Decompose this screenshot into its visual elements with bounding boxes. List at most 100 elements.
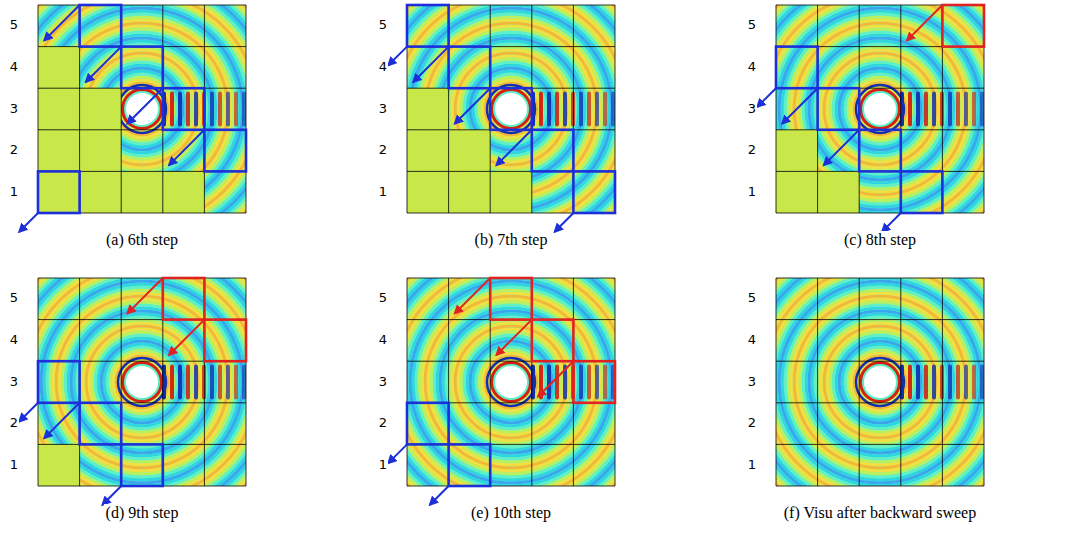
wave-ring (449, 320, 573, 444)
grid-line (776, 361, 984, 362)
wave-ring (776, 5, 984, 213)
wave-ring (38, 5, 246, 213)
wave-ring (407, 5, 615, 213)
unsolved-cell (80, 171, 122, 213)
wave-ring (38, 5, 246, 213)
unsolved-cell (776, 171, 818, 213)
shadow-stripe (916, 92, 920, 127)
wave-field (38, 5, 246, 213)
wave-ring (38, 5, 246, 213)
wave-ring (839, 341, 921, 423)
wave-ring (71, 311, 213, 453)
wave-ring (62, 29, 222, 189)
wave-ring (776, 5, 984, 213)
wave-ring (38, 5, 246, 213)
wave-ring (38, 278, 246, 486)
near-ring (861, 363, 900, 402)
wave-ring (776, 278, 984, 486)
wave-ring (38, 278, 246, 486)
wave-ring (407, 278, 615, 486)
shadow-stripe (194, 92, 198, 127)
wave-ring (776, 5, 984, 213)
wave-ring (407, 278, 615, 486)
wave-ring (38, 278, 246, 486)
wave-ring (407, 5, 615, 213)
wave-ring (449, 47, 573, 171)
wave-ring (776, 5, 984, 213)
wave-ring (407, 5, 615, 213)
wave-ring (38, 5, 246, 213)
wave-ring (407, 278, 615, 486)
wave-ring (407, 278, 615, 486)
wave-ring (407, 278, 615, 486)
shadow-stripe (956, 92, 960, 127)
wave-ring (38, 278, 246, 486)
wave-ring (407, 5, 615, 213)
row-number: 1 (747, 185, 757, 200)
wave-ring (407, 278, 615, 486)
wave-ring (407, 5, 615, 213)
wave-ring (38, 278, 246, 486)
wave-ring (812, 41, 948, 177)
wave-ring (407, 278, 615, 486)
wave-ring (776, 278, 984, 486)
wave-ring (776, 278, 984, 486)
wave-ring (38, 5, 246, 213)
wave-ring (74, 314, 210, 450)
wave-ring (38, 278, 246, 486)
wave-ring (827, 329, 933, 435)
grid-line (942, 278, 943, 486)
wave-ring (440, 311, 582, 453)
row-number: 2 (747, 416, 757, 431)
wave-ring (38, 5, 246, 213)
wave-ring (71, 38, 213, 180)
wave-ring (776, 5, 984, 213)
wave-ring (776, 5, 984, 213)
wave-ring (794, 296, 966, 468)
wave-ring (407, 5, 615, 213)
wave-ring (473, 344, 549, 420)
wave-ring (38, 5, 246, 213)
wave-ring (38, 278, 246, 486)
wave-ring (776, 5, 984, 213)
wave-ring (824, 53, 936, 165)
wave-ring (776, 278, 984, 486)
wave-ring (407, 5, 615, 213)
wave-ring (407, 5, 615, 213)
wave-ring (407, 278, 615, 486)
wave-ring (38, 5, 246, 213)
row-number: 2 (378, 143, 388, 158)
shadow-stripe (964, 365, 968, 400)
wave-ring (776, 5, 984, 213)
wave-ring (407, 5, 615, 213)
forward-arrow (44, 403, 79, 438)
wave-ring (776, 278, 984, 486)
wave-ring (821, 323, 939, 441)
wave-ring (80, 320, 204, 444)
wave-ring (776, 5, 984, 213)
wave-ring (407, 5, 615, 213)
wave-ring (776, 278, 984, 486)
wave-ring (494, 365, 528, 399)
wave-ring (407, 5, 615, 213)
wave-ring (407, 278, 615, 486)
grid-line (776, 5, 777, 213)
forward-box (490, 88, 532, 130)
shadow-stripe (908, 92, 912, 127)
unsolved-cell (818, 171, 860, 213)
wave-ring (410, 281, 612, 483)
wave-ring (776, 278, 984, 486)
forward-arrow (19, 403, 38, 422)
wave-ring (38, 278, 246, 486)
wave-ring (776, 5, 984, 213)
wave-ring (38, 278, 246, 486)
forward-arrow (496, 130, 531, 165)
wave-ring (407, 5, 615, 213)
wave-ring (407, 5, 615, 213)
wave-ring (818, 47, 942, 171)
wave-ring (407, 278, 615, 486)
wave-ring (407, 5, 615, 213)
wave-ring (38, 5, 246, 213)
shadow-stripe (170, 92, 174, 127)
wave-ring (38, 278, 246, 486)
